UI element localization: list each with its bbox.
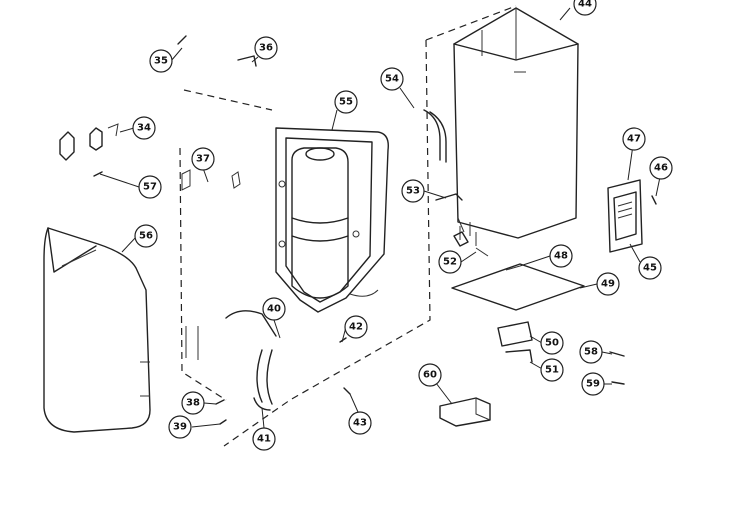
- svg-text:55: 55: [339, 97, 353, 108]
- part-34-brackets: [59, 123, 119, 161]
- callout-47: 47: [622, 127, 646, 151]
- svg-text:50: 50: [545, 338, 559, 349]
- callout-52: 52: [438, 250, 462, 274]
- leader-lines: [99, 7, 661, 429]
- svg-text:45: 45: [643, 263, 657, 274]
- callout-54: 54: [380, 67, 404, 91]
- callout-43: 43: [348, 411, 372, 435]
- svg-text:54: 54: [385, 74, 399, 85]
- callout-35: 35: [149, 49, 173, 73]
- svg-text:39: 39: [173, 422, 187, 433]
- part-47-label-plate: [607, 179, 643, 253]
- part-41-elbow: [253, 397, 271, 411]
- callout-45: 45: [638, 256, 662, 280]
- svg-text:49: 49: [601, 279, 615, 290]
- part-60-valve-body: [439, 397, 491, 427]
- callout-41: 41: [252, 427, 276, 451]
- callout-49: 49: [596, 272, 620, 296]
- callout-57: 57: [138, 175, 162, 199]
- part-43-screw: [343, 387, 351, 395]
- callout-53: 53: [401, 179, 425, 203]
- callout-37: 37: [191, 147, 215, 171]
- callout-56: 56: [134, 224, 158, 248]
- part-49-base-plate: [451, 263, 585, 311]
- callout-40: 40: [262, 297, 286, 321]
- main-housing-outline: [179, 5, 517, 447]
- svg-text:35: 35: [154, 56, 168, 67]
- callouts: 35 36 34 57 37 55 54 44 53 47 46 45 52 4…: [132, 0, 673, 451]
- svg-text:47: 47: [627, 134, 641, 145]
- part-38-screw: [215, 399, 225, 405]
- part-46-screw: [651, 195, 657, 205]
- svg-text:38: 38: [186, 398, 200, 409]
- callout-34: 34: [132, 116, 156, 140]
- svg-text:43: 43: [353, 418, 367, 429]
- part-39-screw: [219, 419, 227, 425]
- svg-text:41: 41: [257, 434, 271, 445]
- svg-text:57: 57: [143, 182, 157, 193]
- callout-36: 36: [254, 36, 278, 60]
- callout-44: 44: [573, 0, 597, 16]
- svg-text:60: 60: [423, 370, 437, 381]
- svg-text:34: 34: [137, 123, 151, 134]
- callout-46: 46: [649, 156, 673, 180]
- part-59-screw: [611, 381, 625, 385]
- callout-51: 51: [540, 358, 564, 382]
- callout-48: 48: [549, 244, 573, 268]
- part-58-screw: [609, 351, 625, 357]
- svg-text:42: 42: [349, 322, 363, 333]
- part-53-bracket: [435, 193, 471, 236]
- svg-text:58: 58: [584, 347, 598, 358]
- part-56-cover-panel: [43, 227, 151, 433]
- callout-39: 39: [168, 415, 192, 439]
- svg-text:37: 37: [196, 154, 210, 165]
- part-54-tube: [423, 109, 447, 163]
- part-36-clip: [237, 55, 257, 67]
- callout-42: 42: [344, 315, 368, 339]
- svg-text:36: 36: [259, 43, 273, 54]
- svg-text:46: 46: [654, 163, 668, 174]
- svg-text:44: 44: [578, 0, 592, 10]
- part-55-tank-assembly: [275, 127, 389, 313]
- callout-58: 58: [579, 340, 603, 364]
- part-52-fitting: [453, 231, 489, 257]
- part-40-hose: [225, 310, 277, 405]
- svg-text:40: 40: [267, 304, 281, 315]
- part-51-valve: [505, 349, 533, 363]
- callout-50: 50: [540, 331, 564, 355]
- svg-text:53: 53: [406, 186, 420, 197]
- svg-text:51: 51: [545, 365, 559, 376]
- callout-55: 55: [334, 90, 358, 114]
- svg-text:59: 59: [586, 379, 600, 390]
- part-35-screw: [177, 35, 187, 45]
- svg-text:56: 56: [139, 231, 153, 242]
- svg-text:48: 48: [554, 251, 568, 262]
- part-44-rear-enclosure: [453, 7, 579, 246]
- callout-59: 59: [581, 372, 605, 396]
- callout-38: 38: [181, 391, 205, 415]
- callout-60: 60: [418, 363, 442, 387]
- part-57-screw: [93, 171, 103, 177]
- part-50-valve: [497, 321, 533, 347]
- svg-text:52: 52: [443, 257, 457, 268]
